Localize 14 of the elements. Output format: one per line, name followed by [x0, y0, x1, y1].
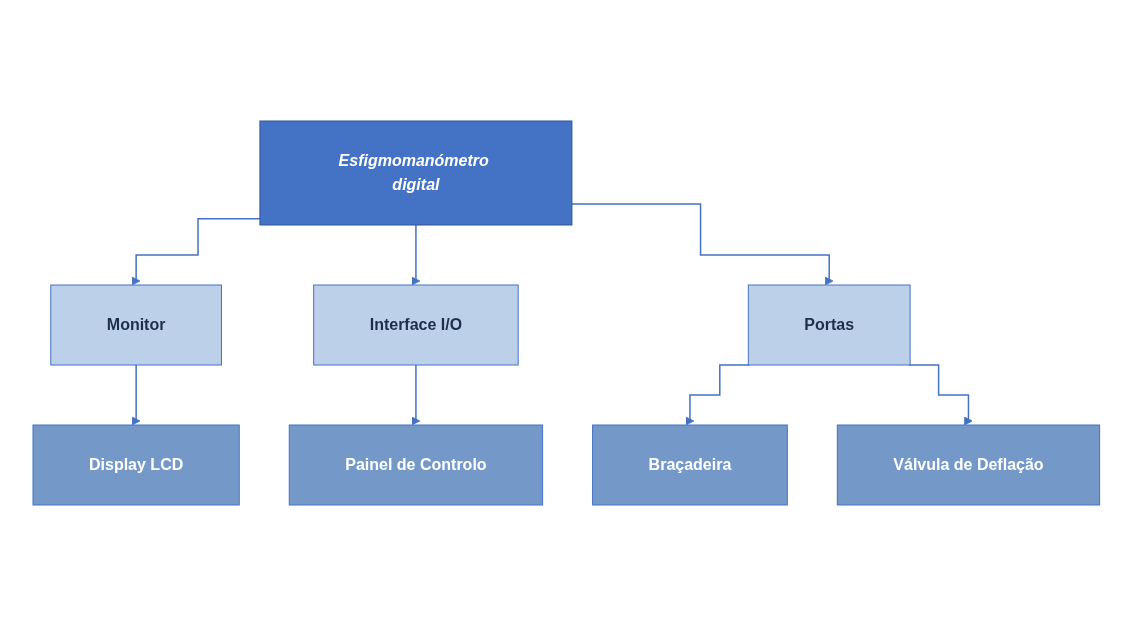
node-box: Monitor — [50, 284, 222, 366]
node-box: Portas — [747, 284, 911, 366]
node-box: Válvula de Deflação — [836, 424, 1100, 506]
arrow — [685, 364, 751, 426]
arrow — [570, 203, 834, 286]
node-box: Interface I/O — [312, 284, 519, 366]
arrow — [411, 224, 420, 286]
node-box: Braçadeira — [591, 424, 788, 506]
arrow — [131, 217, 261, 286]
arrow — [411, 364, 420, 426]
node-box: Display LCD — [32, 424, 240, 506]
arrow — [131, 364, 141, 426]
node-box: Esfigmomanómetro digital — [259, 120, 573, 226]
node-box: Painel de Controlo — [288, 424, 543, 506]
